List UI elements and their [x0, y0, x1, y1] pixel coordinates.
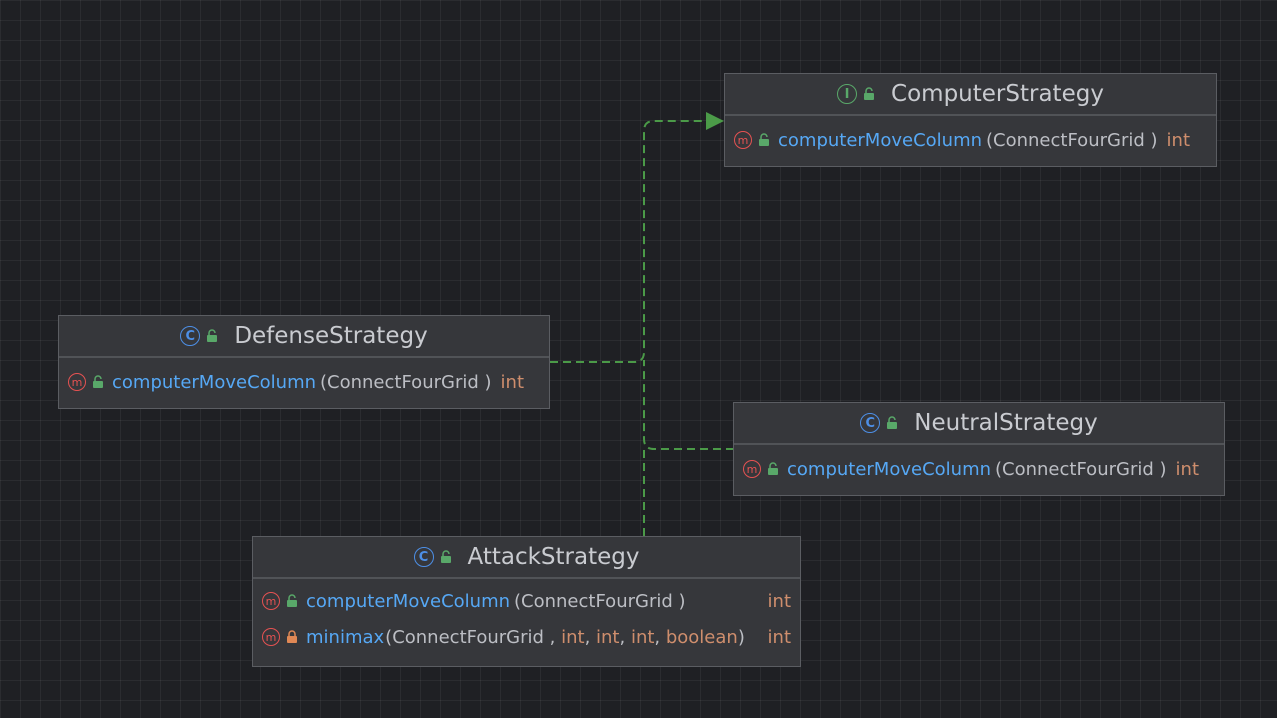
class-node-attack-strategy[interactable]: C AttackStrategy m computerMoveColumn (C… [252, 536, 801, 667]
class-name: DefenseStrategy [234, 323, 428, 349]
class-icon: C [180, 326, 201, 346]
public-lock-icon [758, 133, 770, 147]
return-type: int [767, 626, 791, 648]
return-type: int [1175, 458, 1199, 480]
edge-neutral-to-computer [643, 360, 734, 450]
member-row[interactable]: m minimax (ConnectFourGrid , int, int, i… [253, 619, 800, 655]
param-part: , [654, 626, 666, 648]
method-icon: m [743, 460, 761, 478]
member-row[interactable]: m computerMoveColumn (ConnectFourGrid ) … [59, 358, 549, 406]
param-part: , [584, 626, 597, 648]
public-lock-icon [206, 329, 218, 343]
private-lock-icon [286, 630, 298, 644]
member-row[interactable]: m computerMoveColumn (ConnectFourGrid ) … [253, 583, 800, 619]
param-type: int [630, 626, 655, 648]
class-icon: C [413, 547, 434, 567]
class-header[interactable]: C DefenseStrategy [59, 316, 549, 358]
param-type: boolean [665, 626, 738, 648]
method-params: (ConnectFourGrid ) [320, 371, 492, 393]
class-node-defense-strategy[interactable]: C DefenseStrategy m computerMoveColumn (… [58, 315, 550, 409]
class-name: NeutralStrategy [914, 410, 1098, 436]
return-type: int [500, 371, 524, 393]
class-name: ComputerStrategy [891, 81, 1104, 107]
public-lock-icon [767, 462, 779, 476]
class-header[interactable]: C AttackStrategy [253, 537, 800, 579]
method-name: computerMoveColumn [112, 371, 317, 393]
method-name: minimax [306, 626, 385, 648]
class-header[interactable]: C NeutralStrategy [734, 403, 1224, 445]
method-name: computerMoveColumn [778, 129, 983, 151]
class-node-computer-strategy[interactable]: I ComputerStrategy m computerMoveColumn … [724, 73, 1217, 167]
member-row[interactable]: m computerMoveColumn (ConnectFourGrid ) … [734, 445, 1224, 493]
return-type: int [767, 590, 791, 612]
method-params: (ConnectFourGrid , int, int, int, boolea… [385, 627, 745, 648]
method-icon: m [262, 628, 280, 646]
method-icon: m [262, 592, 280, 610]
class-name: AttackStrategy [467, 544, 640, 570]
edge-defense-to-computer [550, 120, 708, 363]
param-part: (ConnectFourGrid , [385, 626, 562, 648]
class-node-neutral-strategy[interactable]: C NeutralStrategy m computerMoveColumn (… [733, 402, 1225, 496]
class-icon: C [860, 413, 881, 433]
public-lock-icon [863, 87, 875, 101]
public-lock-icon [886, 416, 898, 430]
realization-arrowhead [706, 112, 724, 130]
method-name: computerMoveColumn [787, 458, 992, 480]
method-name: computerMoveColumn [306, 590, 511, 612]
method-params: (ConnectFourGrid ) [514, 590, 686, 612]
member-row[interactable]: m computerMoveColumn (ConnectFourGrid ) … [725, 116, 1216, 164]
public-lock-icon [440, 550, 452, 564]
method-params: (ConnectFourGrid ) [986, 129, 1158, 151]
class-header[interactable]: I ComputerStrategy [725, 74, 1216, 116]
param-type: int [596, 626, 620, 648]
method-icon: m [68, 373, 86, 391]
param-part: , [619, 626, 631, 648]
interface-icon: I [837, 84, 858, 104]
method-icon: m [734, 131, 752, 149]
param-type: int [561, 626, 585, 648]
param-part: ) [737, 626, 745, 648]
public-lock-icon [92, 375, 104, 389]
public-lock-icon [286, 594, 298, 608]
return-type: int [1166, 129, 1190, 151]
method-params: (ConnectFourGrid ) [995, 458, 1167, 480]
